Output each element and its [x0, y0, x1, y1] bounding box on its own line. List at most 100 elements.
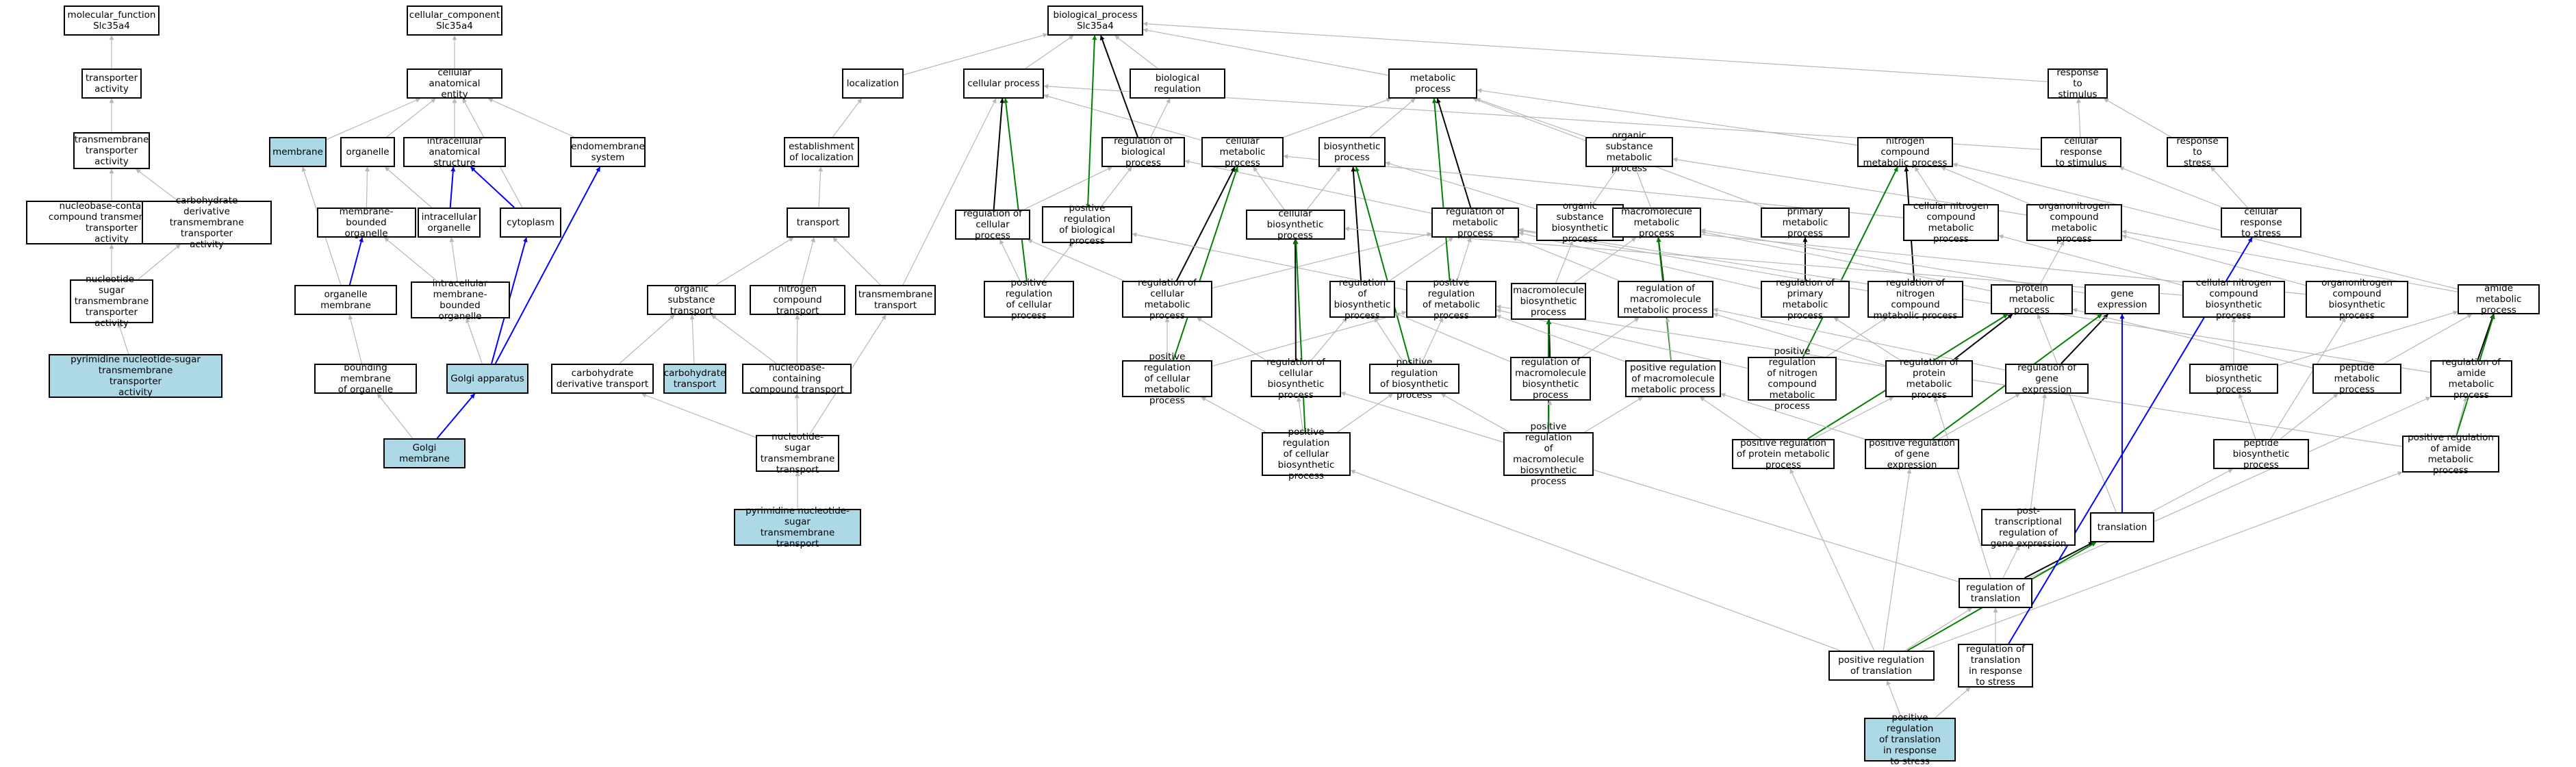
edge-is-a-transl-to-pbp [2150, 468, 2233, 513]
term-node-oncmp[interactable]: organonitrogen compound metabolic proces… [2026, 201, 2122, 244]
term-node-prprotmp[interactable]: positive regulation of protein metabolic… [1732, 438, 1835, 470]
term-node-cc[interactable]: cellular_component Slc35a4 [407, 5, 502, 36]
edge-is-a-prmbp-to-rmbp [1547, 400, 1553, 433]
term-node-golgi[interactable]: Golgi apparatus [446, 364, 528, 394]
term-node-oncbp[interactable]: organonitrogen compound biosynthetic pro… [2306, 277, 2408, 321]
term-node-ramp[interactable]: regulation of amide metabolic process [2430, 357, 2512, 401]
term-node-osbp[interactable]: organic substance biosynthetic process [1536, 201, 1624, 244]
term-node-rbiop[interactable]: regulation of biosynthetic process [1329, 277, 1395, 321]
edge-part-of-cyto-to-ias [470, 166, 515, 208]
term-node-biop[interactable]: biosynthetic process [1318, 137, 1386, 167]
edge-is-a-imbo-to-mbo [384, 237, 438, 282]
term-node-cncmp[interactable]: cellular nitrogen compound metabolic pro… [1903, 201, 1999, 244]
term-node-rmmp[interactable]: regulation of macromolecule metabolic pr… [1618, 281, 1713, 318]
term-node-ost[interactable]: organic substance transport [647, 284, 736, 316]
term-node-cmp[interactable]: cellular metabolic process [1201, 136, 1284, 168]
term-node-ncmp[interactable]: nitrogen compound metabolic process [1857, 136, 1953, 168]
term-node-transport[interactable]: transport [787, 208, 850, 238]
term-node-cae[interactable]: cellular anatomical entity [407, 67, 502, 100]
term-node-peptmp[interactable]: peptide metabolic process [2312, 362, 2401, 395]
term-node-tmt[interactable]: transmembrane transport [855, 285, 936, 315]
term-node-om[interactable]: organelle membrane [294, 285, 397, 315]
term-node-pyra[interactable]: pyrimidine nucleotide-sugar transmembran… [49, 354, 222, 398]
term-node-protmp[interactable]: protein metabolic process [1991, 283, 2073, 316]
term-node-pramp[interactable]: positive regulation of amide metabolic p… [2402, 432, 2499, 476]
term-node-cdtr[interactable]: carbohydrate derivative transport [551, 364, 654, 394]
term-node-eol[interactable]: establishment of localization [784, 137, 859, 167]
term-node-crstress[interactable]: cellular response to stress [2221, 206, 2301, 239]
term-node-cncbp[interactable]: cellular nitrogen compound biosynthetic … [2182, 277, 2285, 321]
term-node-ptrge[interactable]: post-transcriptional regulation of gene … [1981, 505, 2076, 549]
term-node-cdt[interactable]: carbohydrate derivative transmembrane tr… [142, 195, 272, 250]
term-node-prtrs[interactable]: positive regulation of translation in re… [1864, 712, 1956, 767]
term-node-io[interactable]: intracellular organelle [418, 208, 481, 238]
term-node-prge[interactable]: positive regulation of gene expression [1865, 438, 1959, 470]
term-node-rmbp[interactable]: regulation of macromolecule biosynthetic… [1510, 357, 1591, 401]
term-node-prbiop[interactable]: positive regulation of biosynthetic proc… [1369, 357, 1459, 401]
term-node-mbo[interactable]: membrane-bounded organelle [316, 206, 416, 239]
term-node-prncmp[interactable]: positive regulation of nitrogen compound… [1748, 346, 1837, 412]
term-node-pbp[interactable]: peptide biosynthetic process [2213, 438, 2309, 470]
term-node-rts[interactable]: response to stimulus [2048, 67, 2108, 100]
term-node-amp[interactable]: amide metabolic process [2458, 283, 2540, 316]
term-node-ct[interactable]: carbohydrate transport [663, 364, 726, 394]
edge-is-a-pbp-to-peptmp [2280, 393, 2338, 440]
term-node-prtransl[interactable]: positive regulation of translation [1828, 651, 1935, 681]
term-node-rbp[interactable]: regulation of biological process [1101, 136, 1185, 168]
term-node-rtrs[interactable]: regulation of translation in response to… [1958, 644, 2033, 688]
edge-positively-regulates-prcbp-to-cbp [1293, 239, 1306, 433]
term-node-nstt[interactable]: nucleotide-sugar transmembrane transport [756, 431, 839, 475]
term-node-bp[interactable]: biological_process Slc35a4 [1047, 5, 1143, 36]
term-node-prbp[interactable]: positive regulation of biological proces… [1042, 203, 1132, 247]
term-node-osmp[interactable]: organic substance metabolic process [1585, 130, 1673, 174]
term-node-tmta[interactable]: transmembrane transporter activity [73, 132, 150, 169]
term-node-cp[interactable]: cellular process [963, 68, 1044, 99]
term-node-nst[interactable]: nucleotide-sugar transmembrane transport… [70, 274, 153, 329]
term-node-pyrt[interactable]: pyrimidine nucleotide-sugar transmembran… [734, 505, 861, 549]
edge-is-a-prcp-to-rcp [999, 239, 1021, 281]
term-node-ias[interactable]: intracellular anatomical structure [403, 136, 506, 168]
term-node-rcmp[interactable]: regulation of cellular metabolic process [1122, 277, 1212, 321]
term-node-rtransl[interactable]: regulation of translation [1959, 578, 2032, 608]
term-node-rmp[interactable]: regulation of metabolic process [1431, 206, 1519, 239]
term-node-mp[interactable]: metabolic process [1388, 68, 1477, 99]
term-node-prmmp[interactable]: positive regulation of macromolecule met… [1625, 360, 1721, 397]
term-node-rncmp[interactable]: regulation of nitrogen compound metaboli… [1867, 277, 1963, 321]
edge-is-a-mmp-to-osmp [1634, 166, 1652, 208]
edge-is-a-organelle-to-cae [386, 98, 436, 138]
term-node-crs[interactable]: cellular response to stimulus [2041, 136, 2121, 168]
term-node-mmp[interactable]: macromolecule metabolic process [1612, 206, 1701, 239]
term-node-prcbp[interactable]: positive regulation of cellular biosynth… [1262, 427, 1351, 481]
term-node-endo[interactable]: endomembrane system [570, 137, 646, 167]
term-node-cyto[interactable]: cytoplasm [500, 208, 561, 238]
term-node-transl[interactable]: translation [2090, 512, 2154, 542]
term-node-organelle[interactable]: organelle [340, 137, 395, 167]
term-node-prmbp[interactable]: positive regulation of macromolecule bio… [1503, 421, 1594, 487]
term-node-rprotmp[interactable]: regulation of protein metabolic process [1885, 357, 1973, 401]
term-node-prmp[interactable]: positive regulation of metabolic process [1406, 277, 1496, 321]
term-node-mf[interactable]: molecular_function Slc35a4 [64, 5, 160, 36]
term-node-bmo[interactable]: bounding membrane of organelle [314, 362, 417, 395]
edge-is-a-prmp-to-prbp [1132, 232, 1407, 291]
term-node-rpmp[interactable]: regulation of primary metabolic process [1761, 277, 1850, 321]
term-node-pmp[interactable]: primary metabolic process [1761, 206, 1850, 239]
term-node-imbo[interactable]: intracellular membrane-bounded organelle [410, 278, 510, 322]
term-node-loc[interactable]: localization [842, 68, 904, 99]
term-node-golgim[interactable]: Golgi membrane [383, 438, 466, 468]
term-node-prcp[interactable]: positive regulation of cellular process [984, 277, 1074, 321]
term-node-prcmp[interactable]: positive regulation of cellular metaboli… [1122, 351, 1212, 406]
term-node-rcbp[interactable]: regulation of cellular biosynthetic proc… [1251, 357, 1341, 401]
term-node-ge[interactable]: gene expression [2084, 284, 2160, 314]
term-node-abp[interactable]: amide biosynthetic process [2189, 362, 2278, 395]
edge-is-a-cdt-to-tmta [136, 168, 178, 201]
term-node-rtstress[interactable]: response to stress [2167, 136, 2228, 168]
term-node-ncct[interactable]: nucleobase-containing compound transport [742, 362, 852, 395]
term-node-cbp[interactable]: cellular biosynthetic process [1245, 208, 1345, 241]
term-node-mbp[interactable]: macromolecule biosynthetic process [1511, 283, 1586, 320]
term-node-ta[interactable]: transporter activity [81, 68, 142, 99]
term-node-nct[interactable]: nitrogen compound transport [750, 284, 845, 316]
term-node-rge[interactable]: regulation of gene expression [2005, 362, 2089, 395]
term-node-membrane[interactable]: membrane [269, 137, 327, 167]
term-node-breg[interactable]: biological regulation [1130, 68, 1225, 99]
term-node-rcp[interactable]: regulation of cellular process [955, 208, 1030, 241]
